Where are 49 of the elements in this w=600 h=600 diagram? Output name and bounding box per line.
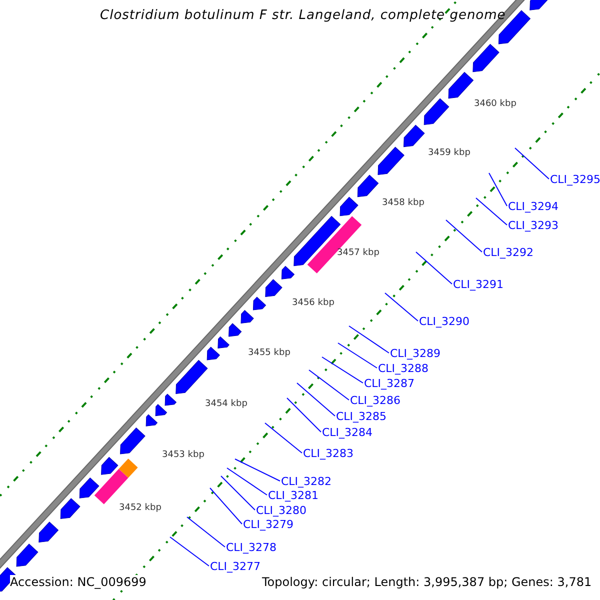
leader-line <box>348 326 390 354</box>
leader-line <box>210 488 242 524</box>
scale-label: 3454 kbp <box>205 399 248 410</box>
leader-line <box>308 370 350 400</box>
leader-line <box>234 458 280 482</box>
leader-line <box>264 422 302 454</box>
leader-line <box>186 516 226 548</box>
leader-line <box>226 468 268 496</box>
gene-label: CLI_3294 <box>508 200 559 213</box>
footer-text: Accession: NC_009699 <box>10 575 146 589</box>
gene-label: CLI_3295 <box>550 173 600 186</box>
leader-line <box>514 148 550 180</box>
leader-line <box>338 342 378 368</box>
scale-label: 3457 kbp <box>337 248 380 259</box>
gene-label: CLI_3281 <box>268 489 319 502</box>
gene-label: CLI_3282 <box>281 475 332 488</box>
gene-label: CLI_3289 <box>390 347 441 360</box>
leader-line <box>446 220 482 252</box>
gene-label: CLI_3287 <box>364 377 415 390</box>
gene-label: CLI_3286 <box>350 394 401 407</box>
gene-label: CLI_3288 <box>378 362 429 375</box>
gene-label: CLI_3284 <box>322 426 373 439</box>
scale-label: 3458 kbp <box>382 198 424 209</box>
gene-label: CLI_3293 <box>508 219 559 232</box>
gene-label: CLI_3279 <box>243 518 294 531</box>
gene-label: CLI_3291 <box>453 278 504 291</box>
scale-label: 3452 kbp <box>119 503 162 514</box>
leader-line <box>296 382 336 416</box>
leader-line <box>416 252 452 284</box>
leader-line <box>488 172 508 206</box>
leader-line <box>170 536 210 566</box>
leader-line <box>384 292 418 322</box>
scale-label: 3459 kbp <box>428 148 470 159</box>
leader-line <box>322 356 364 384</box>
scale-label: 3456 kbp <box>292 298 334 309</box>
footer-text: Topology: circular; Length: 3,995,387 bp; Genes: 3,781 <box>262 575 592 589</box>
scale-label: 3460 kbp <box>474 99 516 110</box>
scale-label: 3455 kbp <box>248 348 290 359</box>
scale-label: 3453 kbp <box>162 450 204 461</box>
leader-line <box>476 198 508 226</box>
gene-label: CLI_3278 <box>226 541 277 554</box>
gene-label: CLI_3292 <box>483 246 534 259</box>
gene-label: CLI_3277 <box>210 560 261 573</box>
gene-label: CLI_3285 <box>336 410 387 423</box>
gene-label: CLI_3290 <box>419 315 470 328</box>
gene-label: CLI_3283 <box>303 447 354 460</box>
gene-label: CLI_3280 <box>256 504 307 517</box>
leader-line <box>286 398 322 432</box>
leader-line <box>220 476 256 510</box>
